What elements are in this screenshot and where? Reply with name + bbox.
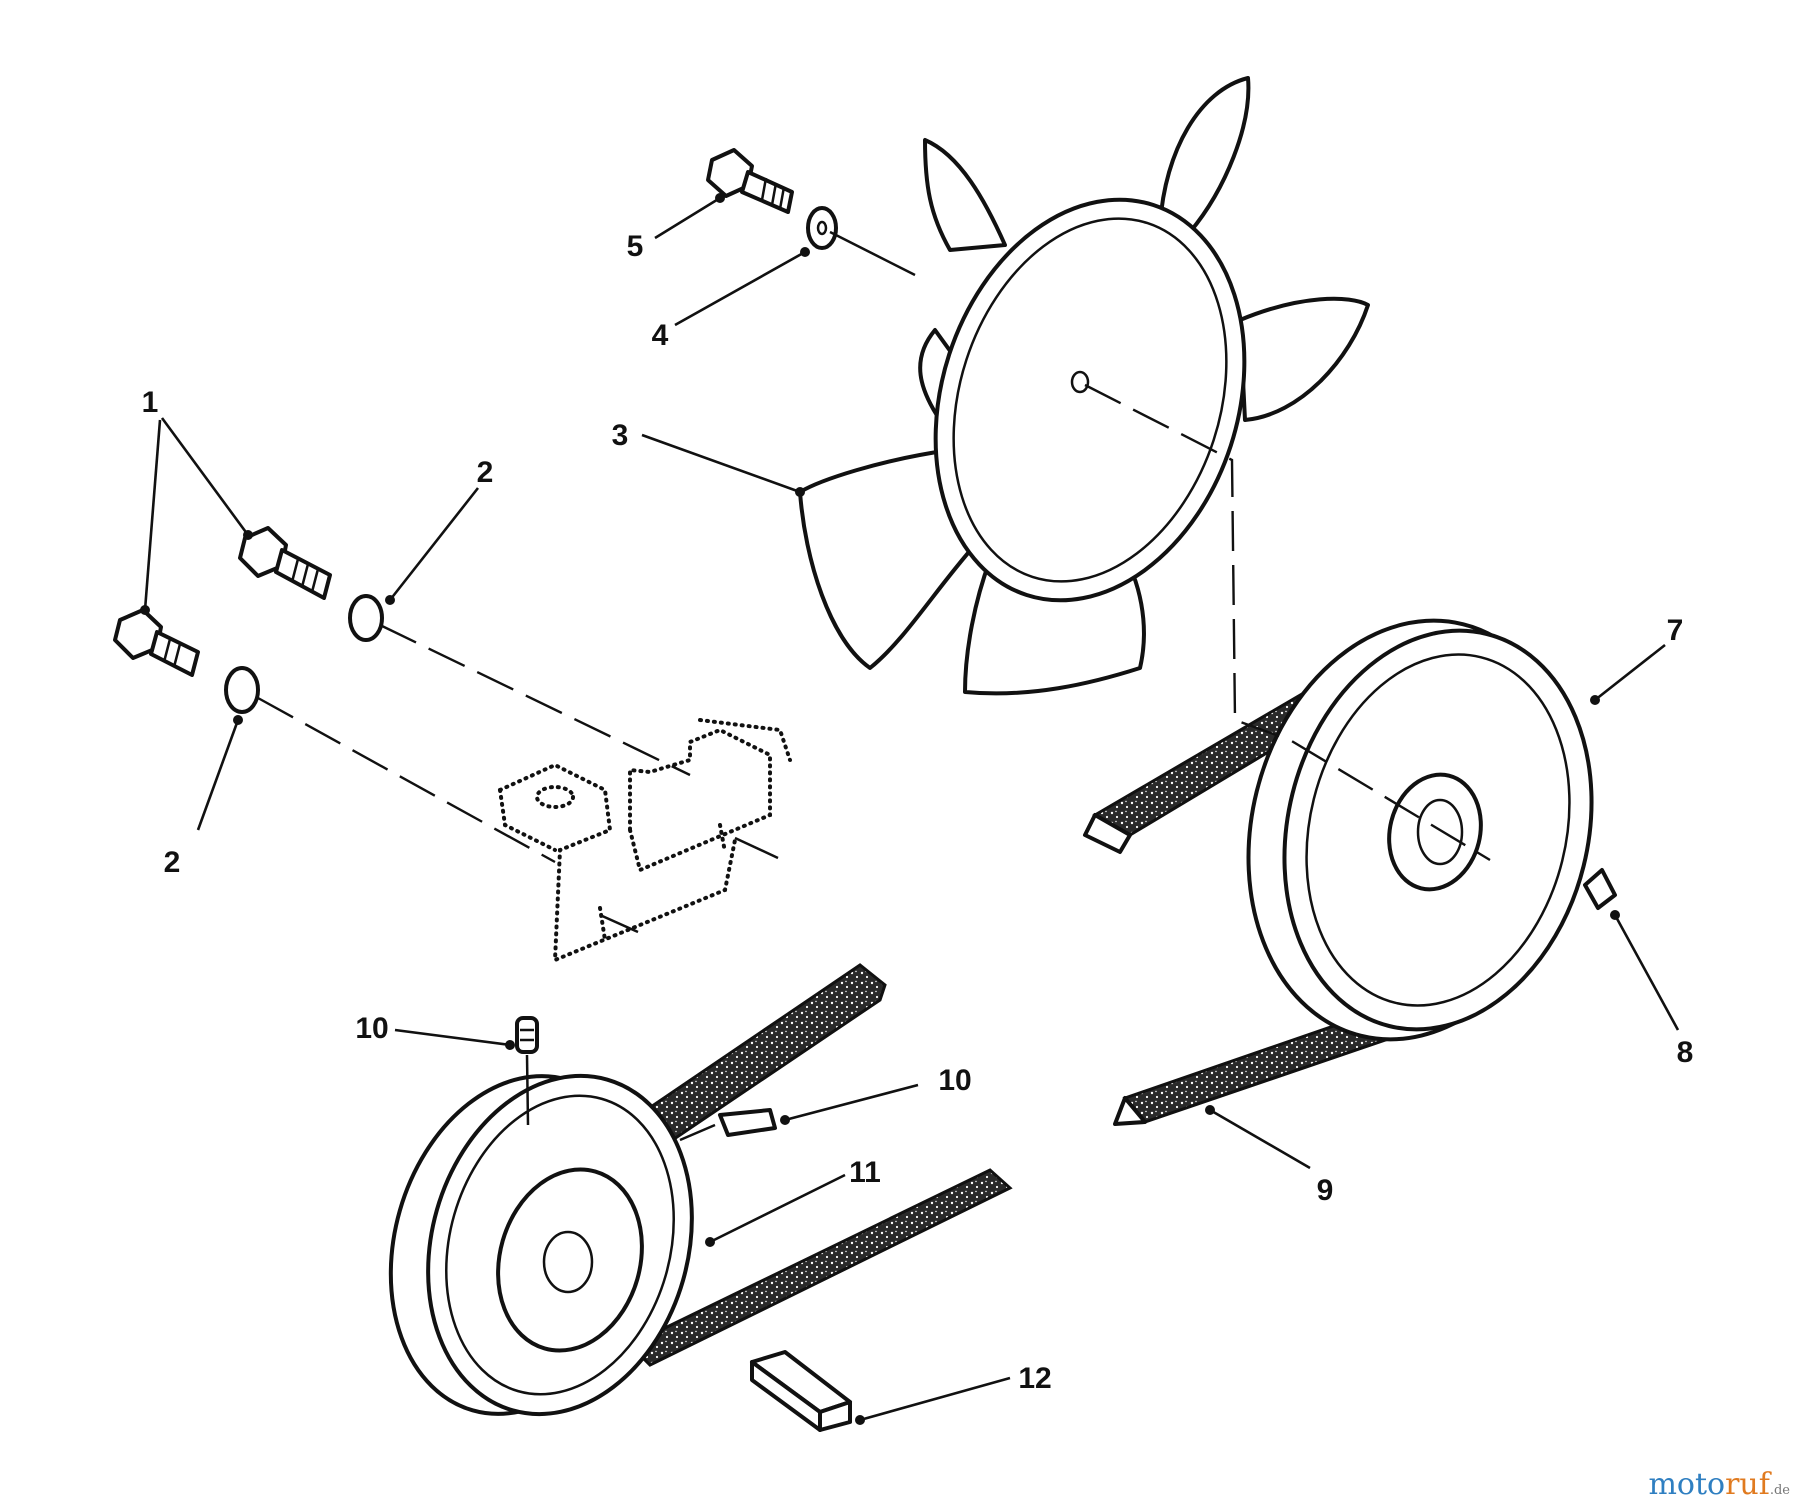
bolt-axis-upper bbox=[379, 623, 691, 777]
fan-hub-hole bbox=[1070, 370, 1090, 394]
watermark-part1: moto bbox=[1648, 1467, 1726, 1502]
set-screw-axis bbox=[525, 1054, 530, 1126]
callout-1: 1 bbox=[142, 386, 159, 419]
set-screw-lower bbox=[718, 1108, 777, 1137]
bolt-axis-end bbox=[734, 836, 779, 860]
watermark-part2: ruf bbox=[1725, 1467, 1770, 1502]
fan-blade bbox=[798, 448, 977, 670]
bracket-washer-lower bbox=[224, 666, 260, 714]
watermark-logo: motoruf.de bbox=[1648, 1467, 1790, 1502]
callout-10-upper: 10 bbox=[355, 1012, 388, 1045]
callout-12: 12 bbox=[1018, 1362, 1051, 1395]
bracket-washer-upper bbox=[348, 594, 384, 642]
fan-axis-line bbox=[829, 230, 916, 277]
callout-2-upper: 2 bbox=[477, 456, 494, 489]
leader-dots bbox=[140, 193, 1620, 1425]
pulley-axis-line bbox=[1084, 383, 1491, 862]
callout-3: 3 bbox=[612, 419, 629, 452]
callout-4: 4 bbox=[652, 319, 669, 352]
fan-blade bbox=[1238, 296, 1370, 422]
fan-shroud-inner bbox=[952, 217, 1228, 583]
bracket-bolt-upper bbox=[238, 526, 332, 600]
callout-8: 8 bbox=[1677, 1036, 1694, 1069]
fan-blade bbox=[1158, 76, 1251, 234]
set-screw-upper bbox=[515, 1016, 539, 1054]
upper-pulley bbox=[1246, 618, 1594, 1042]
fan-assembly bbox=[798, 76, 1370, 696]
callout-11: 11 bbox=[849, 1156, 881, 1189]
callout-9: 9 bbox=[1317, 1174, 1334, 1207]
callout-7: 7 bbox=[1667, 614, 1684, 647]
bolt-axis-lower bbox=[257, 696, 556, 864]
callout-10-lower: 10 bbox=[938, 1064, 971, 1097]
set-screw-axis bbox=[679, 1123, 716, 1142]
fan-blade bbox=[923, 138, 1007, 252]
bracket-bolt-lower bbox=[113, 608, 200, 677]
leader-lines bbox=[143, 196, 1680, 1422]
pulley-key bbox=[1583, 868, 1617, 910]
watermark-tld: .de bbox=[1769, 1483, 1790, 1498]
callout-5: 5 bbox=[627, 230, 644, 263]
lower-pulley bbox=[388, 1073, 694, 1417]
fan-bolt bbox=[706, 148, 794, 214]
bolt-axis-end bbox=[599, 913, 639, 934]
callout-2-lower: 2 bbox=[164, 846, 181, 879]
lower-pulley-key bbox=[750, 1350, 852, 1432]
mounting-bracket-outline bbox=[498, 718, 792, 964]
fan-washer bbox=[806, 206, 838, 250]
fan-shroud-ring bbox=[933, 197, 1247, 603]
